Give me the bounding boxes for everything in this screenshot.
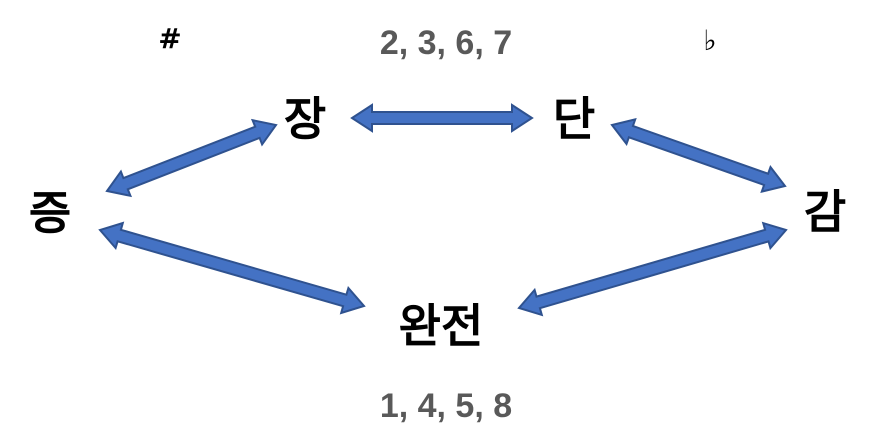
node-diminished: 감 xyxy=(804,185,846,239)
arrow-major-minor xyxy=(350,103,534,133)
arrow-minor-diminished xyxy=(610,117,787,194)
node-major: 장 xyxy=(284,92,326,146)
flat-symbol: ♭ xyxy=(703,24,716,57)
node-minor: 단 xyxy=(553,92,595,146)
arrows-group xyxy=(98,103,788,317)
node-perfect: 완전 xyxy=(399,299,484,353)
sharp-symbol: # xyxy=(158,22,181,55)
arrow-diminished-perfect xyxy=(517,221,788,317)
arrow-augmented-perfect xyxy=(98,221,366,315)
arrow-augmented-major xyxy=(105,118,278,198)
top-number-group: 2, 3, 6, 7 xyxy=(380,24,512,62)
node-augmented: 증 xyxy=(29,186,71,240)
bottom-number-group: 1, 4, 5, 8 xyxy=(380,387,512,425)
